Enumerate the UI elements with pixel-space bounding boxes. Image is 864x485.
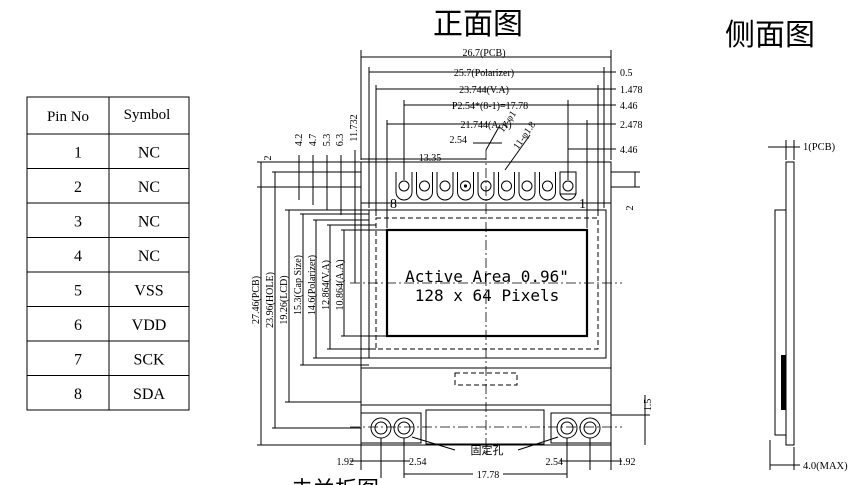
dim-r-05: 0.5 [620,68,633,79]
pin-hole [439,180,451,192]
pin-symbol-cell: SDA [133,386,165,403]
pin-hole [460,180,471,192]
dim-v63: 6.3 [335,134,346,147]
dim-r-446b: 4.46 [620,145,638,156]
dim-aa-height: 10.864(A.A) [335,259,346,310]
pin-hole [419,180,430,192]
side-view: 1(PCB) 4.0(MAX) [768,140,848,472]
pin-hole [562,180,574,192]
pin-number-cell: 1 [74,144,82,161]
dim-v53: 5.3 [322,134,333,147]
dim-pcb-height: 27.46(PCB) [251,276,262,324]
dim-b192l: 1.92 [337,457,355,468]
dim-left-offset: 13.35 [419,153,442,164]
bottom-partial-title: 去兰板图 [291,477,379,485]
dim-cap-size: 15.3(Cap Size) [293,255,304,315]
active-area-label: Active Area 0.96" [405,267,569,286]
pin-number-cell: 3 [74,213,82,230]
pin-number-cell: 8 [74,386,82,403]
pixel-count-label: 128 x 64 Pixels [415,286,560,305]
pin-symbol-cell: VSS [134,282,163,299]
pin-holes [395,171,577,201]
pin-symbol-cell: NC [138,213,160,230]
dim-b192r: 1.92 [618,457,636,468]
side-max-thickness: 4.0(MAX) [803,461,848,472]
dim-right-v15: 1.5 [643,399,654,412]
dim-right-v2: 2 [625,206,636,211]
pin-symbol-cell: VDD [132,317,167,334]
pin-hole [501,180,512,192]
side-view-title: 侧面图 [725,19,815,52]
dim-b254l: 2.54 [409,457,427,468]
pin-symbol-cell: SCK [133,351,165,368]
right-dimensions: 2 1.5 [611,171,654,445]
dim-aa-width: 21.744(A.A) [460,120,511,131]
pin1-marker: 1 [579,197,586,212]
pin-symbol-cell: NC [138,179,160,196]
pin-number-cell: 5 [74,282,82,299]
dim-v47: 4.7 [308,134,319,147]
top-dimensions: 26.7(PCB) 25.7(Polarizer) 23.744(V.A) P2… [360,48,643,228]
dim-r-1478: 1.478 [620,85,643,96]
dim-va-width: 23.744(V.A) [459,85,509,96]
lcd-outline [368,209,607,359]
bottom-dimensions: 1.92 2.54 2.54 1.92 17.78 [337,438,636,481]
pin-hole [542,180,553,192]
left-dimensions: 27.46(PCB) 23.96(HOLE) 19.26(LCD) 15.3(C… [251,114,387,446]
pin-hole [480,180,492,192]
pin-no-header: Pin No [47,109,89,125]
mount-hole-label: 固定孔 [471,443,504,457]
side-pcb [785,161,795,446]
pin-hole [398,180,410,192]
pin-symbol-cell: NC [138,144,160,161]
dim-hole-height: 23.96(HOLE) [265,272,276,328]
pin-pad [457,172,474,201]
dim-polarizer-width: 25.7(Polarizer) [454,68,514,79]
mounting-holes: 固定孔 [360,409,612,457]
pin-number-cell: 6 [74,317,82,334]
side-fpc [781,355,786,410]
side-pcb-thickness: 1(PCB) [803,142,836,153]
dim-r-2478: 2.478 [620,120,643,131]
symbol-header: Symbol [124,107,171,123]
dim-polarizer-height: 14.6(Polarizer) [307,255,318,315]
pin-pad [498,172,515,201]
dim-v11732: 11.732 [349,114,360,141]
dim-va-height: 12.864(V.A) [321,260,332,310]
dim-b254r: 2.54 [546,457,564,468]
pin-pad [395,172,413,201]
dim-hole-large: 11-φ1.8 [511,120,538,152]
pin8-marker: 8 [390,197,397,212]
dim-pitch: P2.54*(8-1)=17.78 [452,101,528,112]
pin-pad [477,172,495,201]
pin-number-cell: 2 [74,179,82,196]
viewing-area-outline [375,217,599,350]
dim-pin-spacing: 2.54 [450,135,468,146]
front-view-title: 正面图 [433,8,523,41]
pin-symbol-cell: NC [138,248,160,265]
dim-v42: 4.2 [294,134,305,147]
pin-pad [518,172,536,201]
hole-center-dot [463,184,468,188]
pin-pad [416,172,433,201]
pin-pad [539,172,556,201]
dim-lcd-height: 19.26(LCD) [279,275,290,324]
dim-pcb-width: 26.7(PCB) [462,48,505,59]
pin-number-cell: 7 [74,351,82,368]
side-glass [774,209,787,436]
pin-hole [521,180,533,192]
dim-r-446a: 4.46 [620,101,638,112]
dim-b1778: 17.78 [477,470,500,481]
front-view: 8 1 Active Area 0.96" 128 x 64 Pixels 固定… [350,150,622,457]
dim-v2: 2 [263,156,274,161]
pin-number-cell: 4 [74,248,82,265]
pin-pad [436,172,454,201]
